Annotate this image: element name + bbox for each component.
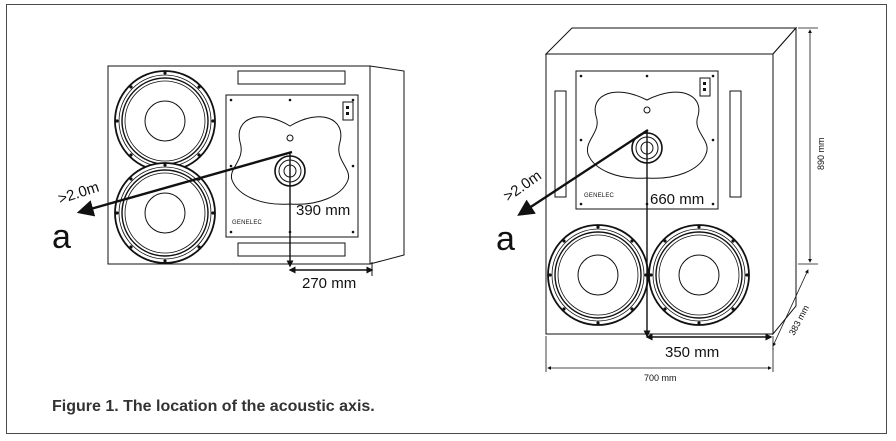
left-port-top [237, 70, 346, 85]
right-width-dim-label: 700 mm [644, 373, 677, 383]
right-distance-label: >2.0m [501, 167, 545, 205]
left-woofer-upper [114, 70, 216, 172]
right-vertical-dim-label: 660 mm [650, 191, 704, 208]
left-woofer-lower [114, 162, 216, 264]
left-vertical-dim-label: 390 mm [296, 202, 350, 219]
left-indicator-block [342, 101, 354, 121]
right-brand-label: GENELEC [584, 193, 615, 199]
right-port-right [729, 90, 742, 198]
left-axis-arrow [76, 150, 293, 217]
right-woofer-left [547, 224, 649, 326]
right-indicator-block [699, 77, 711, 97]
right-cabinet-side [772, 26, 797, 336]
right-depth-dim [772, 269, 809, 347]
right-axis-symbol: a [496, 220, 515, 258]
right-axis-arrow [517, 128, 649, 216]
right-speaker: GENELEC [496, 26, 826, 383]
left-distance-label: >2.0m [56, 179, 101, 208]
left-horizontal-dim-label: 270 mm [302, 275, 356, 292]
left-tweeter [286, 134, 294, 142]
figure-caption: Figure 1. The location of the acoustic a… [52, 398, 375, 415]
left-brand-label: GENELEC [232, 220, 263, 226]
right-woofer-right [648, 224, 750, 326]
right-height-dim-label: 890 mm [816, 137, 826, 170]
left-port-bottom [237, 242, 346, 257]
left-cabinet-side [369, 65, 405, 265]
right-port-left [554, 90, 567, 198]
right-tweeter [643, 106, 651, 114]
left-axis-symbol: a [52, 218, 71, 256]
right-horizontal-dim-label: 350 mm [665, 344, 719, 361]
right-cabinet-top [544, 27, 798, 55]
left-speaker: GENELEC >2.0m a 390 mm 270 mm [52, 65, 405, 292]
